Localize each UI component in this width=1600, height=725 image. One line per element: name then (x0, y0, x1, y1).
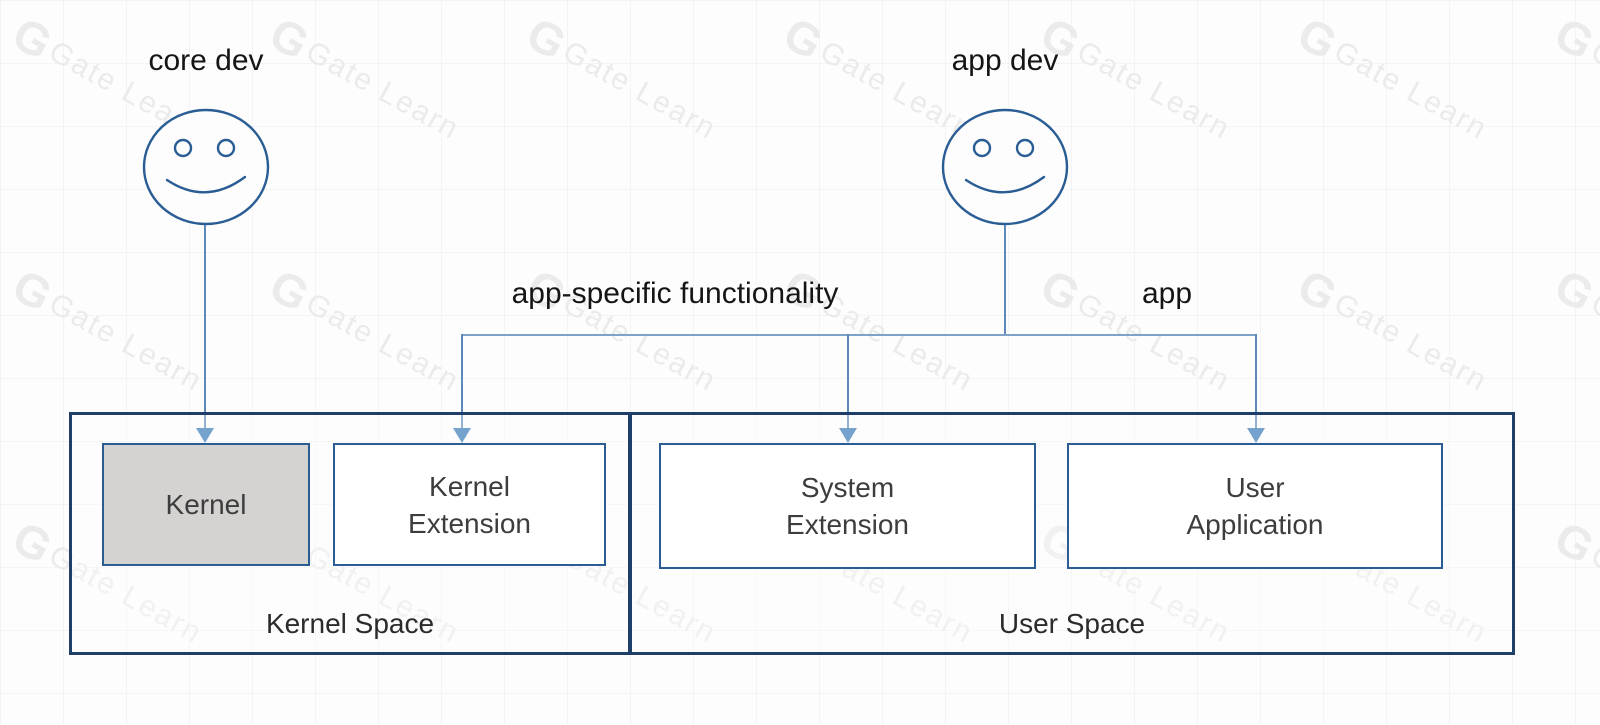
core-dev-label: core dev (148, 44, 264, 77)
watermark: GGate Learn (1289, 258, 1494, 399)
watermark: GGate Learn (4, 258, 209, 399)
user-space-label: User Space (998, 608, 1146, 639)
watermark: GGate Learn (261, 6, 466, 147)
arrow-to-kernel-icon (196, 428, 214, 443)
kernel-extension-label-line2: Extension (408, 507, 531, 539)
watermark-logo-icon: G (4, 6, 63, 71)
watermark: GGate Learn (1546, 6, 1600, 155)
kernel-space-label: Kernel Space (265, 608, 435, 639)
user-application-label-line2: Application (1186, 509, 1324, 540)
system-extension-label-line1: System (800, 472, 895, 503)
arrow-to-system-extension-icon (839, 428, 857, 443)
kernel-box: Kernel (102, 443, 310, 566)
drop-to-system-extension-line (847, 334, 849, 429)
app-specific-functionality-label: app-specific functionality (511, 277, 839, 310)
watermark-logo-icon: G (261, 258, 320, 323)
kernel-box-label: Kernel (165, 489, 247, 520)
core-dev-to-kernel-line (204, 225, 206, 429)
arrow-to-kernel-extension-icon (453, 428, 471, 443)
watermark: GGate Learn (1546, 258, 1600, 407)
watermark-logo-icon: G (4, 258, 63, 323)
kernel-extension-label-line1: Kernel (429, 470, 510, 502)
branch-line (462, 334, 1257, 336)
watermark-logo-icon: G (1032, 258, 1091, 323)
watermark-logo-icon: G (1546, 258, 1600, 323)
user-application-label-line1: User (1225, 472, 1285, 503)
drop-to-user-application-line (1255, 334, 1257, 429)
watermark-logo-icon: G (775, 6, 834, 71)
watermark: GGate Learn (1546, 510, 1600, 659)
watermark-logo-icon: G (1289, 6, 1348, 71)
drop-to-kernel-extension-line (461, 334, 463, 429)
watermark-logo-icon: G (1289, 258, 1348, 323)
app-dev-stem-line (1004, 225, 1006, 335)
app-label: app (1141, 277, 1193, 310)
watermark: GGate Learn (518, 6, 723, 147)
watermark-logo-icon: G (1546, 510, 1600, 575)
watermark-logo-icon: G (518, 6, 577, 71)
app-dev-smiley-icon (941, 108, 1069, 226)
watermark: GGate Learn (1289, 6, 1494, 147)
user-application-box: User Application (1067, 443, 1443, 569)
app-dev-label: app dev (951, 44, 1059, 77)
watermark-logo-icon: G (4, 510, 63, 575)
system-extension-label-line2: Extension (786, 509, 909, 540)
system-extension-box: System Extension (659, 443, 1036, 569)
watermark-logo-icon: G (1546, 6, 1600, 71)
core-dev-smiley-icon (142, 108, 270, 226)
arrow-to-user-application-icon (1247, 428, 1265, 443)
kernel-extension-box: Kernel Extension (333, 443, 606, 566)
